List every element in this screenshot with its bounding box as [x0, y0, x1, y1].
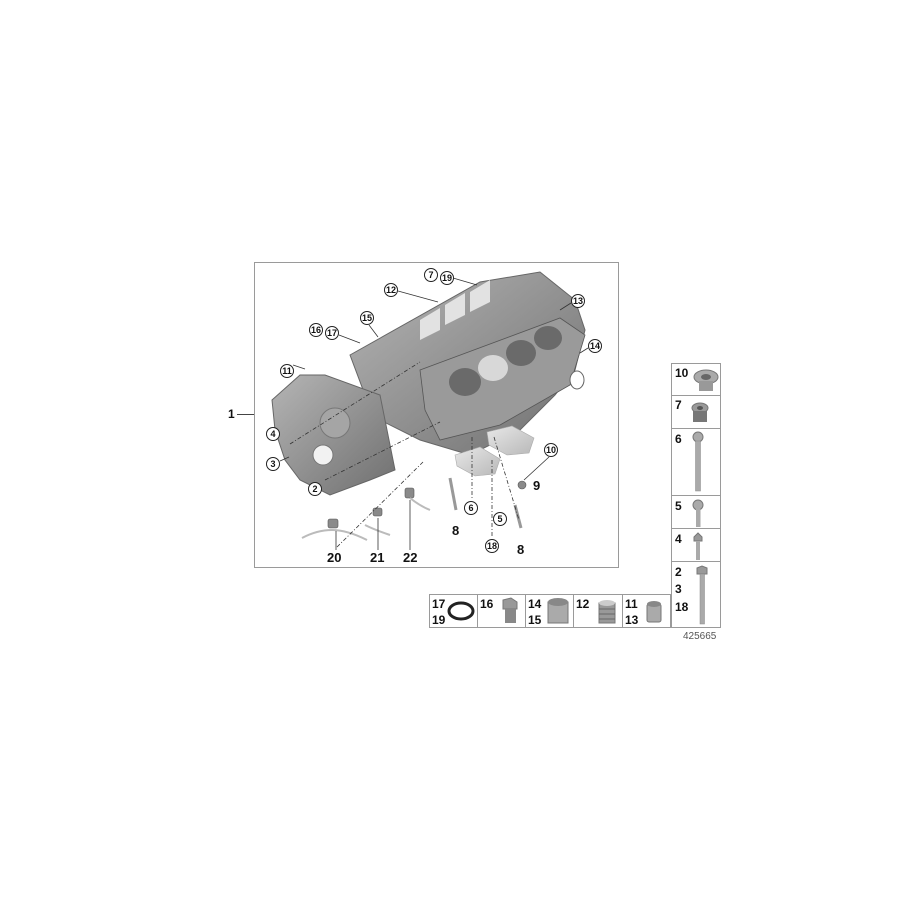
hex-screw-plug-icon	[502, 597, 518, 623]
part-label: 13	[625, 613, 639, 627]
part-cell-7[interactable]: 7	[671, 395, 721, 429]
part-cell-16[interactable]: 16	[477, 594, 526, 628]
callout-6[interactable]: 6	[464, 501, 478, 515]
part-label: 18	[675, 600, 689, 614]
part-label: 19	[432, 613, 446, 627]
part-cell-6[interactable]: 6	[671, 428, 721, 496]
part-cell-17-19[interactable]: 17 19	[429, 594, 478, 628]
sleeve-icon	[547, 598, 569, 624]
callout-7[interactable]: 7	[424, 268, 438, 282]
callout-20[interactable]: 20	[327, 550, 342, 565]
callout-18[interactable]: 18	[485, 539, 499, 553]
part-label: 6	[675, 432, 682, 446]
leader-line-1	[237, 414, 254, 415]
callout-17[interactable]: 17	[325, 326, 339, 340]
part-cell-2-3-18[interactable]: 2 3 18	[671, 561, 721, 628]
callout-10[interactable]: 10	[544, 443, 558, 457]
dowel-sleeve-icon	[646, 601, 662, 623]
part-label: 4	[675, 532, 682, 546]
part-label: 17	[432, 597, 446, 611]
callout-14[interactable]: 14	[588, 339, 602, 353]
callout-19[interactable]: 19	[440, 271, 454, 285]
callout-12[interactable]: 12	[384, 283, 398, 297]
part-cell-14-15[interactable]: 14 15	[525, 594, 574, 628]
part-cell-12[interactable]: 12	[573, 594, 623, 628]
callout-8-left[interactable]: 8	[452, 523, 460, 538]
callout-main-1[interactable]: 1	[228, 407, 235, 421]
part-label: 11	[625, 597, 638, 611]
callout-11[interactable]: 11	[280, 364, 294, 378]
part-label: 5	[675, 499, 682, 513]
callout-4[interactable]: 4	[266, 427, 280, 441]
short-bolt-icon	[692, 499, 704, 527]
part-label: 7	[675, 398, 682, 412]
callout-2[interactable]: 2	[308, 482, 322, 496]
part-cell-5[interactable]: 5	[671, 495, 721, 529]
small-bolt-icon	[693, 532, 703, 560]
part-cell-11-13[interactable]: 11 13	[622, 594, 671, 628]
sealing-ring-icon	[447, 601, 475, 621]
part-label: 10	[675, 366, 689, 380]
part-label: 2	[675, 565, 682, 579]
callout-15[interactable]: 15	[360, 311, 374, 325]
flanged-plug-icon	[693, 369, 719, 391]
long-bolt-icon	[692, 431, 704, 492]
part-cell-10[interactable]: 10	[671, 363, 721, 396]
callout-22[interactable]: 22	[403, 550, 418, 565]
callout-5[interactable]: 5	[493, 512, 507, 526]
hex-flange-bolt-icon	[696, 565, 708, 625]
part-cell-4[interactable]: 4	[671, 528, 721, 562]
callout-3[interactable]: 3	[266, 457, 280, 471]
part-label: 12	[576, 597, 590, 611]
part-label: 14	[528, 597, 542, 611]
screw-plug-icon	[691, 402, 709, 422]
image-number: 425665	[683, 631, 717, 642]
callout-9[interactable]: 9	[533, 478, 541, 493]
part-label: 15	[528, 613, 542, 627]
part-label: 3	[675, 582, 682, 596]
part-label: 16	[480, 597, 494, 611]
callout-8-right[interactable]: 8	[517, 542, 525, 557]
callout-21[interactable]: 21	[370, 550, 385, 565]
callout-16[interactable]: 16	[309, 323, 323, 337]
callout-13[interactable]: 13	[571, 294, 585, 308]
threaded-plug-icon	[598, 600, 616, 624]
